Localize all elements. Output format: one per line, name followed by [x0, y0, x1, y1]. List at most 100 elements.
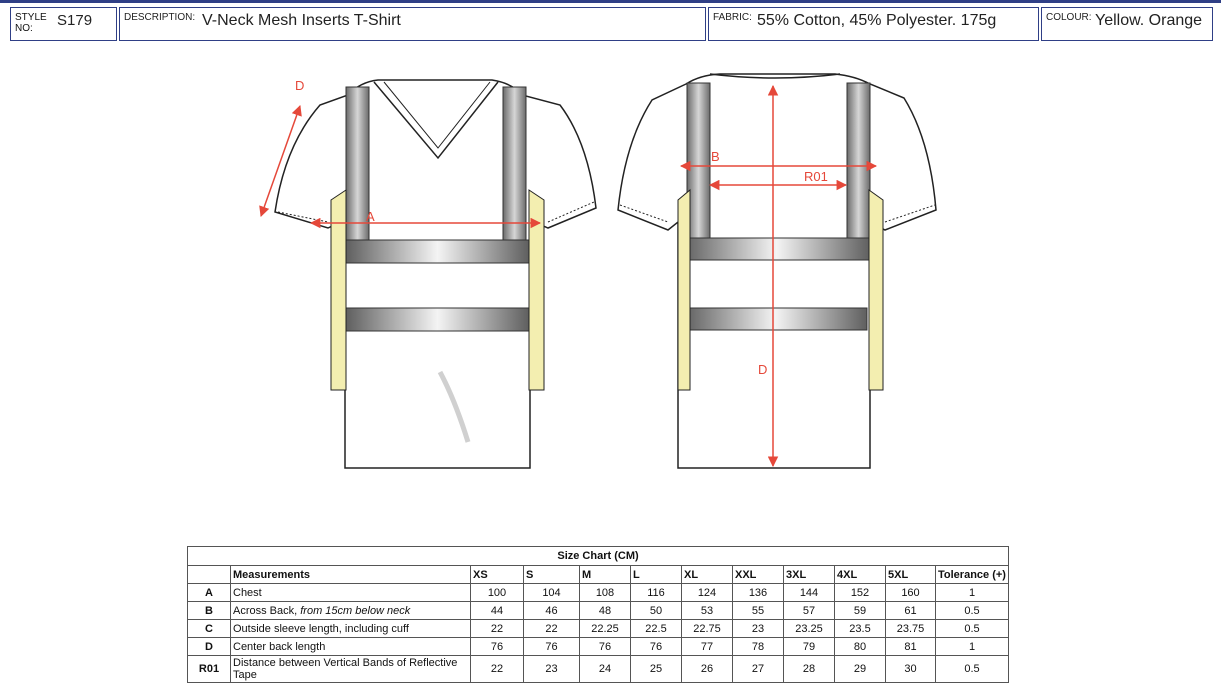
- measurement-value: 22: [470, 619, 524, 638]
- measurement-value: 23: [732, 619, 784, 638]
- measurement-value: 55: [732, 601, 784, 620]
- measurement-name-text: Distance between Vertical Bands of Refle…: [233, 657, 458, 681]
- measurement-value: 29: [834, 655, 886, 683]
- size-header-xxl: XXL: [732, 565, 784, 584]
- measurement-value: 26: [681, 655, 733, 683]
- fabric-value: 55% Cotton, 45% Polyester. 175g: [757, 12, 997, 29]
- front-upper-horizontal-tape: [345, 239, 530, 264]
- measurement-value: 48: [579, 601, 631, 620]
- measurement-value: 136: [732, 583, 784, 602]
- tolerance-value: 0.5: [935, 655, 1009, 683]
- measurement-value: 59: [834, 601, 886, 620]
- tolerance-value: 1: [935, 583, 1009, 602]
- measurement-code: C: [187, 619, 231, 638]
- measurement-value: 79: [783, 637, 835, 656]
- front-right-vertical-tape: [502, 86, 527, 241]
- style-number-label: STYLE NO:: [15, 12, 47, 34]
- size-header-l: L: [630, 565, 682, 584]
- size-chart-table: Size Chart (CM) Measurements XS S M L XL…: [187, 546, 1009, 683]
- measurement-code: R01: [187, 655, 231, 683]
- measurement-value: 23: [523, 655, 580, 683]
- measurement-code: A: [187, 583, 231, 602]
- fabric-label: FABRIC:: [713, 12, 752, 23]
- measurement-name-text: Outside sleeve length, including cuff: [233, 622, 409, 635]
- measurement-value: 152: [834, 583, 886, 602]
- measurement-value: 160: [885, 583, 936, 602]
- measurement-name: Center back length: [230, 637, 471, 656]
- back-dimension-b-label: B: [711, 149, 720, 164]
- header-code-cell: [187, 565, 231, 584]
- front-right-mesh-insert: [528, 189, 545, 391]
- measurement-value: 76: [523, 637, 580, 656]
- tolerance-header: Tolerance (+): [935, 565, 1009, 584]
- measurement-value: 116: [630, 583, 682, 602]
- measurement-value: 50: [630, 601, 682, 620]
- size-header-3xl: 3XL: [783, 565, 835, 584]
- measurement-value: 22.25: [579, 619, 631, 638]
- description-value: V-Neck Mesh Inserts T-Shirt: [202, 12, 401, 29]
- measurement-value: 44: [470, 601, 524, 620]
- measurement-code: D: [187, 637, 231, 656]
- measurement-name-text: Center back length: [233, 640, 326, 653]
- fabric-box: FABRIC: 55% Cotton, 45% Polyester. 175g: [708, 7, 1039, 41]
- measurement-value: 23.25: [783, 619, 835, 638]
- front-shirt-outline: [274, 79, 597, 469]
- measurement-value: 76: [630, 637, 682, 656]
- measurement-value: 78: [732, 637, 784, 656]
- measurement-value: 104: [523, 583, 580, 602]
- back-view: B R01 D: [617, 73, 937, 469]
- garment-sketch: D A B R01 D: [259, 73, 937, 469]
- measurement-value: 23.75: [885, 619, 936, 638]
- tolerance-value: 1: [935, 637, 1009, 656]
- front-dimension-d-label: D: [295, 78, 304, 93]
- measurement-value: 144: [783, 583, 835, 602]
- measurement-value: 28: [783, 655, 835, 683]
- size-header-m: M: [579, 565, 631, 584]
- measurement-value: 22.75: [681, 619, 733, 638]
- colour-label: COLOUR:: [1046, 12, 1092, 23]
- size-chart-header-row: Measurements XS S M L XL XXL 3XL 4XL 5XL…: [187, 565, 1009, 584]
- measurement-value: 27: [732, 655, 784, 683]
- measurement-value: 100: [470, 583, 524, 602]
- back-right-cuff: [884, 204, 936, 223]
- measurement-name-text: Across Back,: [233, 604, 301, 617]
- measurement-value: 80: [834, 637, 886, 656]
- measurement-name: Across Back, from 15cm below neck: [230, 601, 471, 620]
- size-chart-title: Size Chart (CM): [187, 546, 1009, 566]
- front-dimension-a-label: A: [366, 209, 375, 224]
- measurement-code: B: [187, 601, 231, 620]
- measurement-value: 61: [885, 601, 936, 620]
- measurement-value: 81: [885, 637, 936, 656]
- measurement-value: 53: [681, 601, 733, 620]
- measurement-value: 22: [523, 619, 580, 638]
- measurement-value: 22.5: [630, 619, 682, 638]
- size-header-xl: XL: [681, 565, 733, 584]
- style-number-value: S179: [57, 12, 93, 29]
- front-dimension-d-arrow: [259, 105, 302, 217]
- colour-value: Yellow. Orange: [1095, 12, 1203, 29]
- description-box: DESCRIPTION: V-Neck Mesh Inserts T-Shirt: [119, 7, 706, 41]
- back-dimension-d-label: D: [758, 362, 767, 377]
- front-left-mesh-insert: [330, 189, 347, 391]
- measurement-value: 30: [885, 655, 936, 683]
- measurement-value: 24: [579, 655, 631, 683]
- front-view: D A: [259, 78, 597, 469]
- measurements-header: Measurements: [230, 565, 471, 584]
- description-label: DESCRIPTION:: [124, 12, 196, 23]
- measurement-value: 108: [579, 583, 631, 602]
- top-rule: [0, 0, 1221, 3]
- size-header-4xl: 4XL: [834, 565, 886, 584]
- measurement-name: Outside sleeve length, including cuff: [230, 619, 471, 638]
- front-v-neck: [373, 81, 499, 160]
- style-number-box: STYLE NO: S179: [10, 7, 117, 41]
- measurement-value: 77: [681, 637, 733, 656]
- measurement-name-text: Chest: [233, 586, 262, 599]
- measurement-value: 76: [470, 637, 524, 656]
- measurement-value: 57: [783, 601, 835, 620]
- front-fold-shading: [437, 370, 471, 443]
- front-lower-horizontal-tape: [345, 307, 530, 332]
- back-left-mesh-insert: [677, 188, 691, 391]
- back-left-cuff: [619, 204, 669, 223]
